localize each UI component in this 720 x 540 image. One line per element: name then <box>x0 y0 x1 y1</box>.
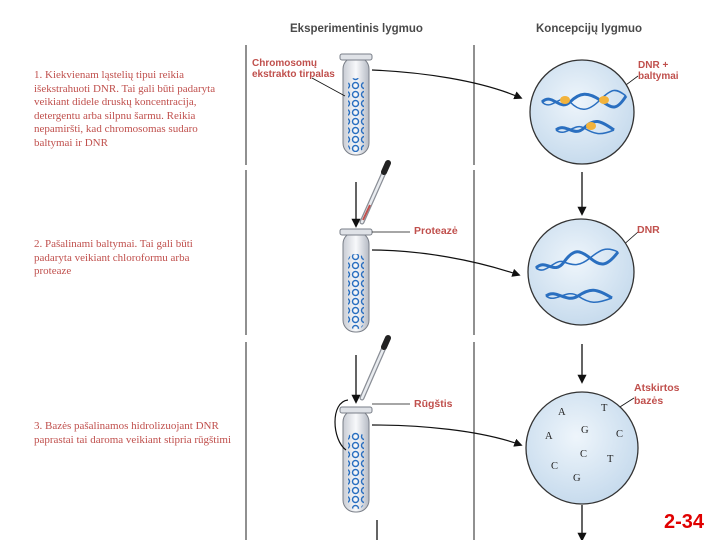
extract-label-line2: ekstrakto tirpalas <box>252 69 335 80</box>
concept-circle-dna-protein <box>529 59 635 165</box>
base-letter: T <box>601 403 608 414</box>
base-letter: G <box>581 425 589 436</box>
base-letter: G <box>573 473 581 484</box>
pipette-2 <box>359 335 391 401</box>
column-dividers <box>245 45 475 540</box>
concept-circle-bases <box>525 391 639 505</box>
experimental-level-header: Eksperimentinis lygmuo <box>290 23 423 35</box>
step-3-text: 3. Bazės pašalinamos hidrolizuojant DNR … <box>34 420 232 446</box>
extract-label-line1: Chromosomų <box>252 58 317 69</box>
dna-label: DNR <box>637 224 660 236</box>
process-arrows-experimental <box>351 182 378 540</box>
base-letter: C <box>551 461 559 472</box>
test-tube-1 <box>339 53 373 156</box>
test-tube-3 <box>339 406 373 513</box>
acid-label: Rūgštis <box>414 398 453 410</box>
dna-protein-label-line1: DNR + <box>638 60 669 71</box>
base-letter: C <box>580 449 588 460</box>
test-tube-2 <box>339 228 373 333</box>
bases-label-line2: bazės <box>634 395 664 407</box>
step-2-text: 2. Pašalinami baltymai. Tai gali būti pa… <box>34 238 193 277</box>
base-letter: T <box>607 454 614 465</box>
concept-circle-dna <box>527 218 635 326</box>
pipette-1 <box>359 160 391 225</box>
step-1-text: 1. Kiekvienam ląstelių tipui reikia išek… <box>34 69 216 149</box>
dna-protein-label-line2: baltymai <box>638 71 679 82</box>
conceptual-level-header: Koncepcijų lygmuo <box>536 23 643 35</box>
base-letter: C <box>616 429 624 440</box>
base-letter: A <box>545 431 553 442</box>
bases-label-line1: Atskirtos <box>634 382 680 394</box>
mapping-arrows <box>334 69 523 451</box>
base-letter: A <box>558 407 566 418</box>
slide-number: 2-34 <box>664 511 705 533</box>
protease-label: Proteazė <box>414 225 458 237</box>
